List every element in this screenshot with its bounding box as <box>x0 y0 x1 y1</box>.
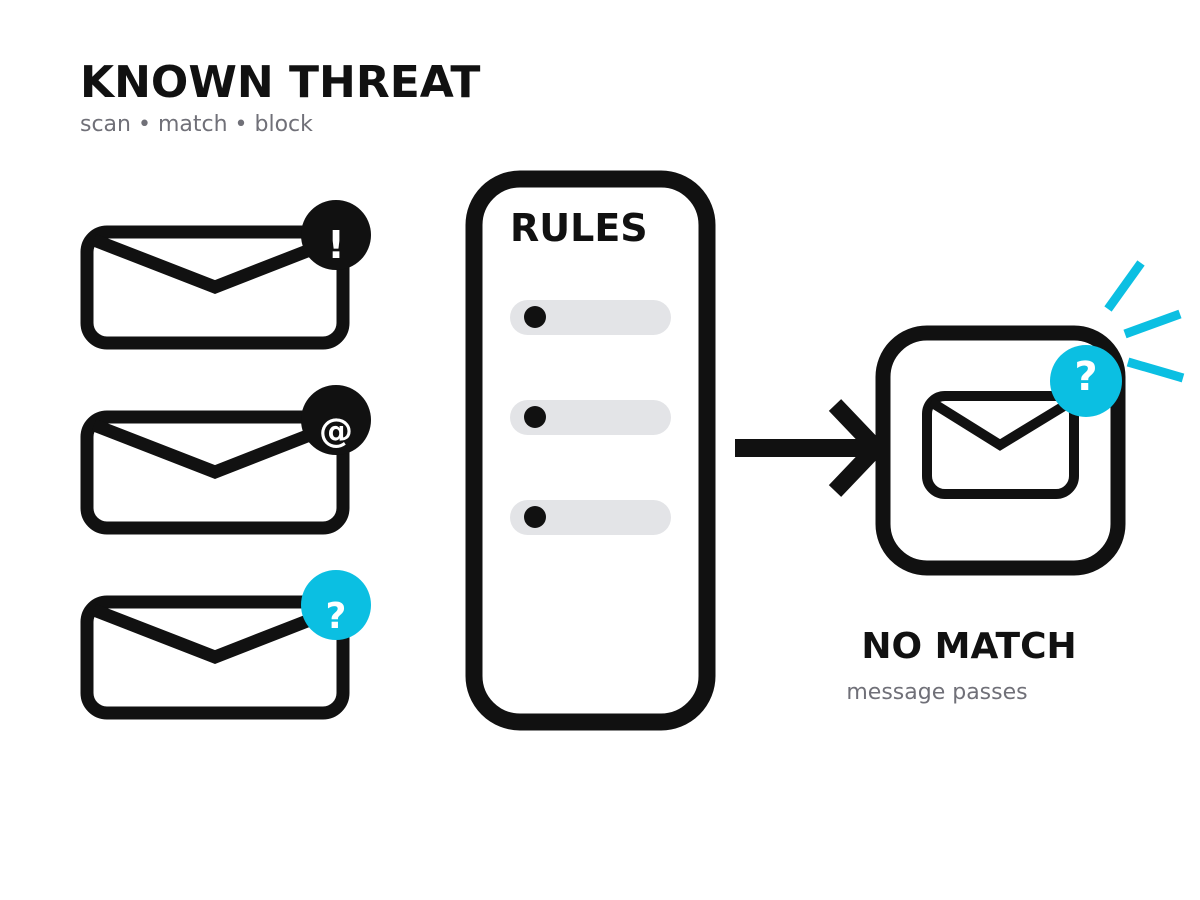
unknown-badge <box>1050 345 1122 417</box>
unknown-badge <box>301 570 371 640</box>
at-sign-badge <box>301 385 371 455</box>
rule-bullet-icon <box>524 506 546 528</box>
rule-item-3 <box>510 500 671 535</box>
burst-ray <box>1126 357 1185 383</box>
result-title: NO MATCH <box>861 626 1076 667</box>
at-sign-icon: @ <box>319 411 353 451</box>
envelope-flap <box>91 418 323 479</box>
question-mark-icon: ? <box>326 596 347 637</box>
incoming-message-1: ! <box>80 200 371 350</box>
envelope-icon <box>80 595 350 720</box>
page-subtitle: scan • match • block <box>80 112 313 137</box>
envelope-icon <box>80 225 350 350</box>
rule-bar <box>510 400 671 435</box>
rule-bullet-icon <box>524 306 546 328</box>
rule-bullet-icon <box>524 406 546 428</box>
rule-item-2 <box>510 400 671 435</box>
rule-bar <box>510 500 671 535</box>
envelope-flap <box>91 603 323 664</box>
page-title: KNOWN THREAT <box>80 57 480 108</box>
rule-item-1 <box>510 300 671 335</box>
burst-ray <box>1104 260 1145 312</box>
rules-title: RULES <box>510 206 648 250</box>
envelope-icon <box>80 410 350 535</box>
alert-burst-icon <box>1104 260 1185 383</box>
result-subtitle: message passes <box>846 680 1027 705</box>
envelope-flap <box>928 397 1067 451</box>
question-mark-icon: ? <box>1074 354 1097 400</box>
incoming-message-3: ? <box>80 570 371 720</box>
incoming-message-2: @ <box>80 385 371 535</box>
flow-arrow-icon <box>735 399 888 497</box>
envelope-icon <box>922 391 1079 499</box>
envelope-flap <box>91 233 323 294</box>
burst-ray <box>1123 309 1182 339</box>
exclamation-icon: ! <box>327 223 344 267</box>
alert-badge <box>301 200 371 270</box>
rules-panel: RULES <box>465 170 716 731</box>
rule-bar <box>510 300 671 335</box>
result-message: ? NO MATCH message passes <box>846 260 1185 705</box>
rules-panel-frame <box>465 170 716 731</box>
